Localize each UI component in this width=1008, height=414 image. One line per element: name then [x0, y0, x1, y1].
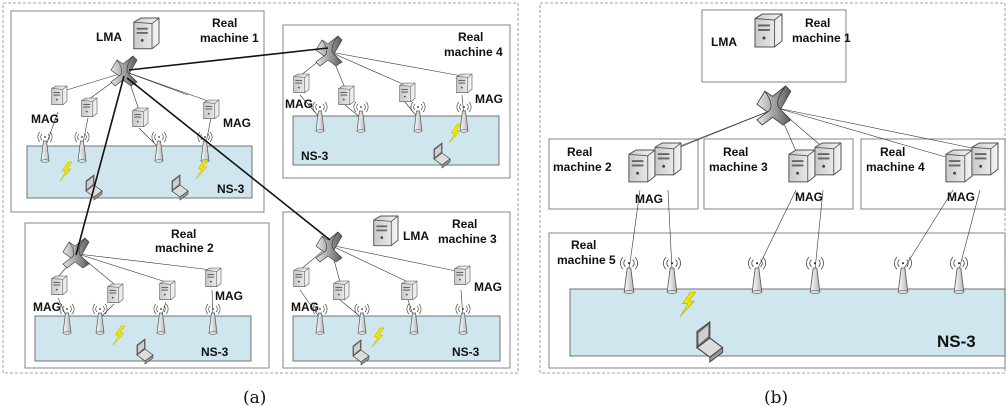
ns3-label: NS-3: [452, 345, 480, 359]
mag-server-icon: [814, 142, 842, 176]
ns3-label: NS-3: [301, 149, 329, 163]
lma-label: LMA: [403, 229, 429, 243]
mag-server-icon: [971, 142, 999, 176]
panel-b: LMA Real machine 1 Real machine 2 Real m…: [539, 2, 1006, 408]
machine-title: Real: [571, 238, 596, 252]
machine-title: machine 4: [866, 160, 925, 174]
lma-server-icon: [133, 17, 160, 50]
mag-server-icon: [205, 267, 222, 288]
caption-b: (b): [764, 388, 788, 408]
machine-title: Real: [880, 145, 905, 159]
machine-title: machine 3: [709, 160, 768, 174]
machine-title: machine 1: [792, 31, 851, 45]
machine-title: Real: [171, 227, 196, 241]
mag-server-icon: [51, 85, 68, 106]
mag-label: MAG: [223, 116, 251, 130]
mag-label: MAG: [635, 192, 663, 206]
ns3-label: NS-3: [937, 332, 976, 351]
lma-server-icon: [373, 215, 399, 247]
mag-label: MAG: [285, 97, 313, 111]
router-icon: [756, 85, 792, 126]
inter-machine-links: [75, 47, 331, 256]
panel-a-frame: [2, 2, 519, 374]
mag-server-icon: [51, 275, 68, 296]
ns3-label: NS-3: [217, 182, 245, 196]
mag-server-icon: [338, 85, 355, 106]
mag-server-icon: [945, 149, 973, 183]
mag-label: MAG: [947, 190, 975, 204]
mag-label: MAG: [475, 92, 503, 106]
mag-server-icon: [81, 97, 98, 118]
ns3-label: NS-3: [201, 345, 229, 359]
mag-server-icon: [293, 73, 310, 94]
mag-server-icon: [107, 283, 124, 304]
mag-label: MAG: [33, 300, 61, 314]
panel-a: Real machine 1 LMA MAG MAG: [2, 2, 519, 408]
machine-title: machine 5: [557, 253, 616, 267]
caption-a: (a): [243, 388, 266, 408]
machine-title: machine 3: [438, 232, 497, 246]
lma-label: LMA: [711, 35, 737, 49]
mag-label: MAG: [474, 280, 502, 294]
mag-label: MAG: [31, 112, 59, 126]
machine-title: machine 1: [200, 31, 259, 45]
lma-label: LMA: [96, 30, 122, 44]
machine-3-box: Real machine 3 LMA MAG MAG NS-3: [282, 211, 511, 369]
mag-server-icon: [456, 73, 473, 94]
machine-4-box: Real machine 4 MAG MAG NS-3: [282, 24, 511, 179]
machine-title: machine 2: [155, 241, 214, 255]
mag-server-icon: [628, 149, 656, 183]
mag-server-icon: [203, 99, 220, 120]
ns3-box: [569, 288, 1006, 357]
machine-title: Real: [723, 145, 748, 159]
mag-server-icon: [132, 107, 149, 128]
mag-server-icon: [454, 265, 471, 286]
mag-label: MAG: [215, 289, 243, 303]
machine-2-box: Real machine 2 MAG MAG NS-3: [24, 222, 270, 369]
machine-title: Real: [452, 217, 477, 231]
mag-server-icon: [654, 142, 682, 176]
machine-1-box: Real machine 1 LMA MAG MAG: [10, 10, 265, 213]
mag-server-icon: [401, 280, 418, 301]
machine-title: Real: [567, 145, 592, 159]
mag-server-icon: [333, 280, 350, 301]
mag-label: MAG: [795, 190, 823, 204]
mag-server-icon: [293, 267, 310, 288]
ns3-box: [26, 145, 253, 199]
mag-label: MAG: [291, 300, 319, 314]
machine-title: Real: [458, 30, 483, 44]
mag-server-icon: [788, 149, 816, 183]
machine-title: machine 2: [553, 160, 612, 174]
lma-server-icon: [754, 13, 783, 48]
machine-title: Real: [212, 16, 237, 30]
machine-title: machine 4: [444, 45, 503, 59]
mag-server-icon: [399, 82, 416, 103]
machine-title: Real: [805, 16, 830, 30]
mag-server-icon: [159, 280, 176, 301]
